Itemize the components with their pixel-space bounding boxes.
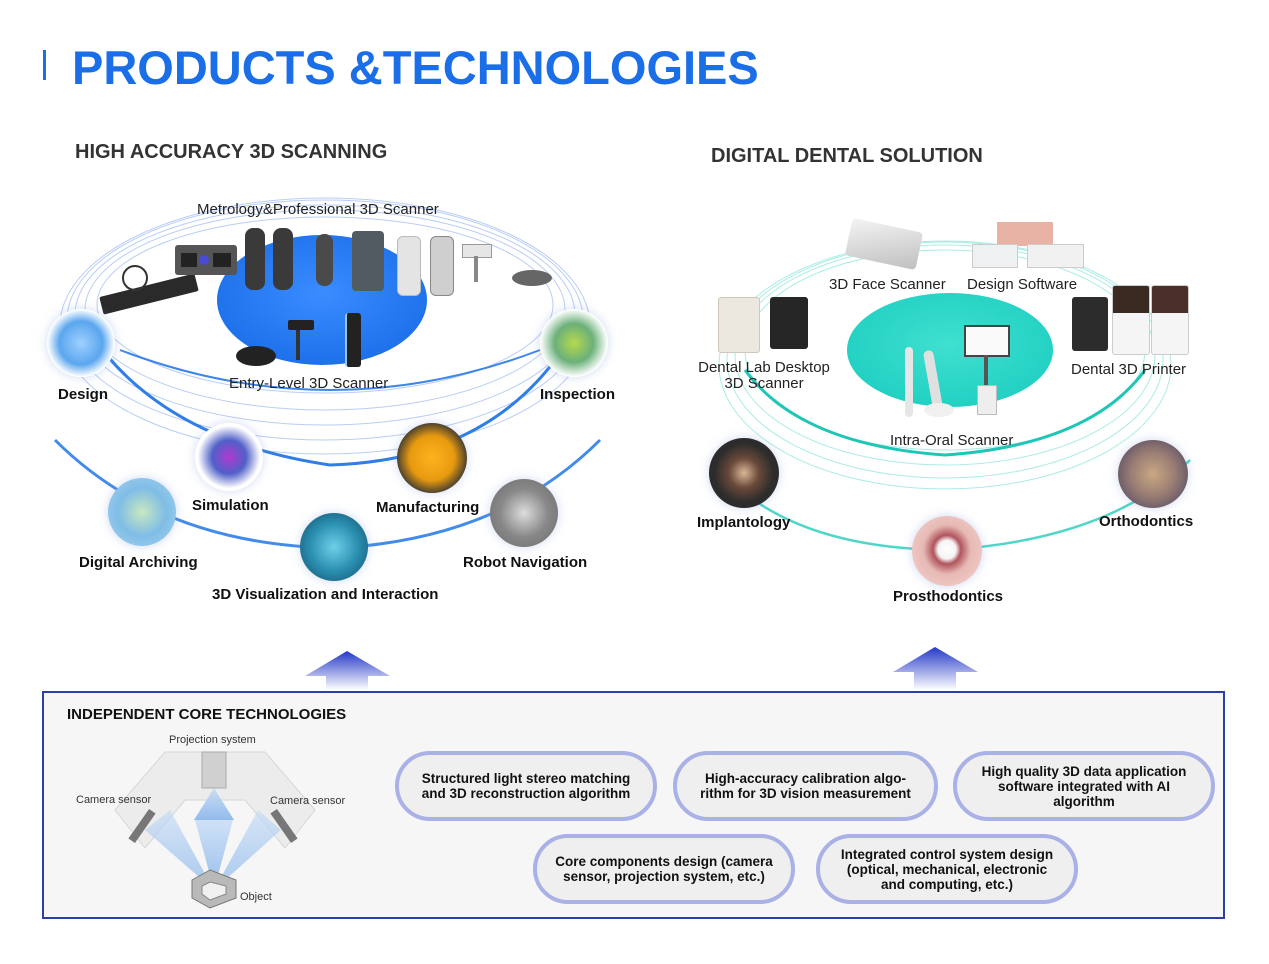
robot-navigation-label: Robot Navigation [463, 554, 588, 571]
implantology-label: Implantology [697, 514, 791, 531]
right-camera-beam [214, 810, 281, 890]
page-title: PRODUCTS &TECHNOLOGIES [72, 41, 759, 94]
tech-pill-line: rithm for 3D vision measurement [700, 786, 911, 801]
tech-pill-line: (optical, mechanical, electronic [846, 861, 1048, 877]
arrow-up-right-icon [893, 647, 978, 690]
structured-light-diagram [114, 751, 316, 909]
camera-sensor-left-label: Camera sensor [76, 794, 152, 806]
inspection-label: Inspection [540, 386, 616, 403]
intraoral-scanner-icon [900, 325, 1020, 420]
simulation-thumbnail [195, 423, 263, 491]
camera-sensor-right-label: Camera sensor [270, 795, 346, 807]
scanning-inner-arc [86, 329, 577, 467]
tech-pill-line: High quality 3D data application [981, 763, 1187, 779]
dental-inner-arc [743, 369, 1147, 457]
tech-pill-line: Integrated control system design [840, 846, 1054, 862]
handheld-scanner-1-icon [245, 228, 265, 290]
entry-turntable-scanner-icon [236, 320, 316, 370]
left-camera-icon [128, 808, 156, 844]
dental-section-title: DIGITAL DENTAL SOLUTION [711, 145, 983, 167]
handheld-scanner-3-icon [316, 234, 333, 286]
tech-pill-line: sensor, projection system, etc.) [563, 869, 765, 884]
desktop-scanner-icon [718, 297, 812, 353]
scanning-platform-arc [119, 349, 541, 391]
projector-icon [201, 751, 227, 789]
design-label: Design [58, 386, 109, 403]
projection-system-label: Projection system [169, 734, 256, 746]
handheld-scanner-2-icon [273, 228, 293, 290]
software-screens-icon [972, 222, 1084, 268]
handheld-scanner-5-icon [397, 236, 421, 296]
scanning-section-title: HIGH ACCURACY 3D SCANNING [75, 141, 388, 163]
inspection-thumbnail [540, 309, 608, 377]
desktop-scanner-label-line2: 3D Scanner [724, 375, 804, 392]
handheld-scanner-4-icon [352, 231, 384, 291]
arrow-up-left-icon [305, 651, 390, 690]
digital-archiving-thumbnail [108, 478, 176, 546]
intraoral-scanner-label: Intra-Oral Scanner [890, 432, 1014, 449]
tech-pill-line: algorithm [1053, 793, 1115, 809]
object-label: Object [240, 891, 272, 903]
turntable-scanner-icon [462, 244, 554, 294]
left-camera-beam [145, 810, 214, 890]
manufacturing-thumbnail [397, 423, 467, 493]
prosthodontics-thumbnail [912, 516, 982, 586]
tech-pill-line: Core components design (camera [555, 854, 773, 869]
orthodontics-thumbnail [1118, 440, 1188, 508]
manufacturing-label: Manufacturing [376, 499, 480, 516]
visualization-thumbnail [300, 513, 368, 581]
face-scanner-label: 3D Face Scanner [829, 276, 946, 293]
design-software-label: Design Software [967, 276, 1078, 293]
title-accent-bar [43, 50, 46, 80]
implantology-thumbnail [709, 438, 779, 508]
tech-pill-line: and computing, etc.) [880, 876, 1013, 892]
tech-pill-line: software integrated with AI [997, 778, 1171, 794]
design-thumbnail [47, 309, 115, 377]
printer-icon [1070, 285, 1190, 355]
dental-center-blob [847, 293, 1053, 407]
desktop-scanner-label: Dental Lab Desktop 3D Scanner [693, 360, 835, 392]
core-technologies-title: INDEPENDENT CORE TECHNOLOGIES [67, 706, 347, 723]
simulation-label: Simulation [192, 497, 269, 514]
dental-printer-label: Dental 3D Printer [1071, 361, 1187, 378]
desktop-scanner-label-line1: Dental Lab Desktop [698, 359, 830, 376]
tracker-scanner-icon [99, 265, 200, 315]
digital-archiving-label: Digital Archiving [79, 554, 198, 571]
entry-handheld-scanner-icon [345, 313, 361, 367]
projector-beam [195, 820, 233, 890]
metrology-scanner-icon [175, 245, 237, 275]
entry-level-scanner-label: Entry-Level 3D Scanner [229, 375, 389, 392]
tech-pill-control-system: Integrated control system design(optical… [816, 834, 1078, 904]
tech-pill-calibration: High-accuracy calibration algo-rithm for… [673, 751, 938, 821]
tech-pill-line: and 3D reconstruction algorithm [421, 786, 631, 801]
tech-pill-line: High-accuracy calibration algo- [704, 771, 907, 786]
handheld-scanner-6-icon [430, 236, 454, 296]
tech-pill-line: Structured light stereo matching [421, 771, 631, 786]
orthodontics-label: Orthodontics [1099, 513, 1194, 530]
robot-navigation-thumbnail [490, 479, 558, 547]
prosthodontics-label: Prosthodontics [893, 588, 1004, 605]
right-camera-icon [270, 808, 298, 844]
visualization-label: 3D Visualization and Interaction [212, 586, 439, 603]
metrology-scanner-label: Metrology&Professional 3D Scanner [197, 201, 439, 218]
